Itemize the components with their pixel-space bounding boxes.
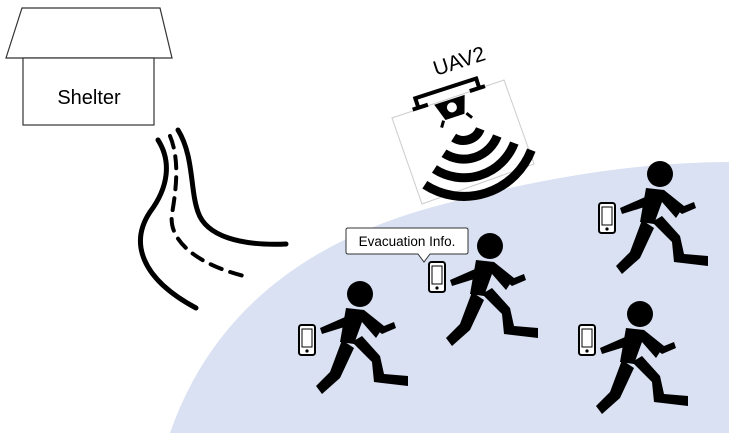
smartphone-icon [579,325,595,355]
uav-label: UAV2 [430,42,488,80]
smartphone-icon [599,203,615,233]
callout-text: Evacuation Info. [359,234,456,249]
smartphone-icon [299,325,315,355]
smartphone-icon [429,262,445,292]
shelter-label: Shelter [57,87,121,109]
winding-road-icon [141,130,286,308]
